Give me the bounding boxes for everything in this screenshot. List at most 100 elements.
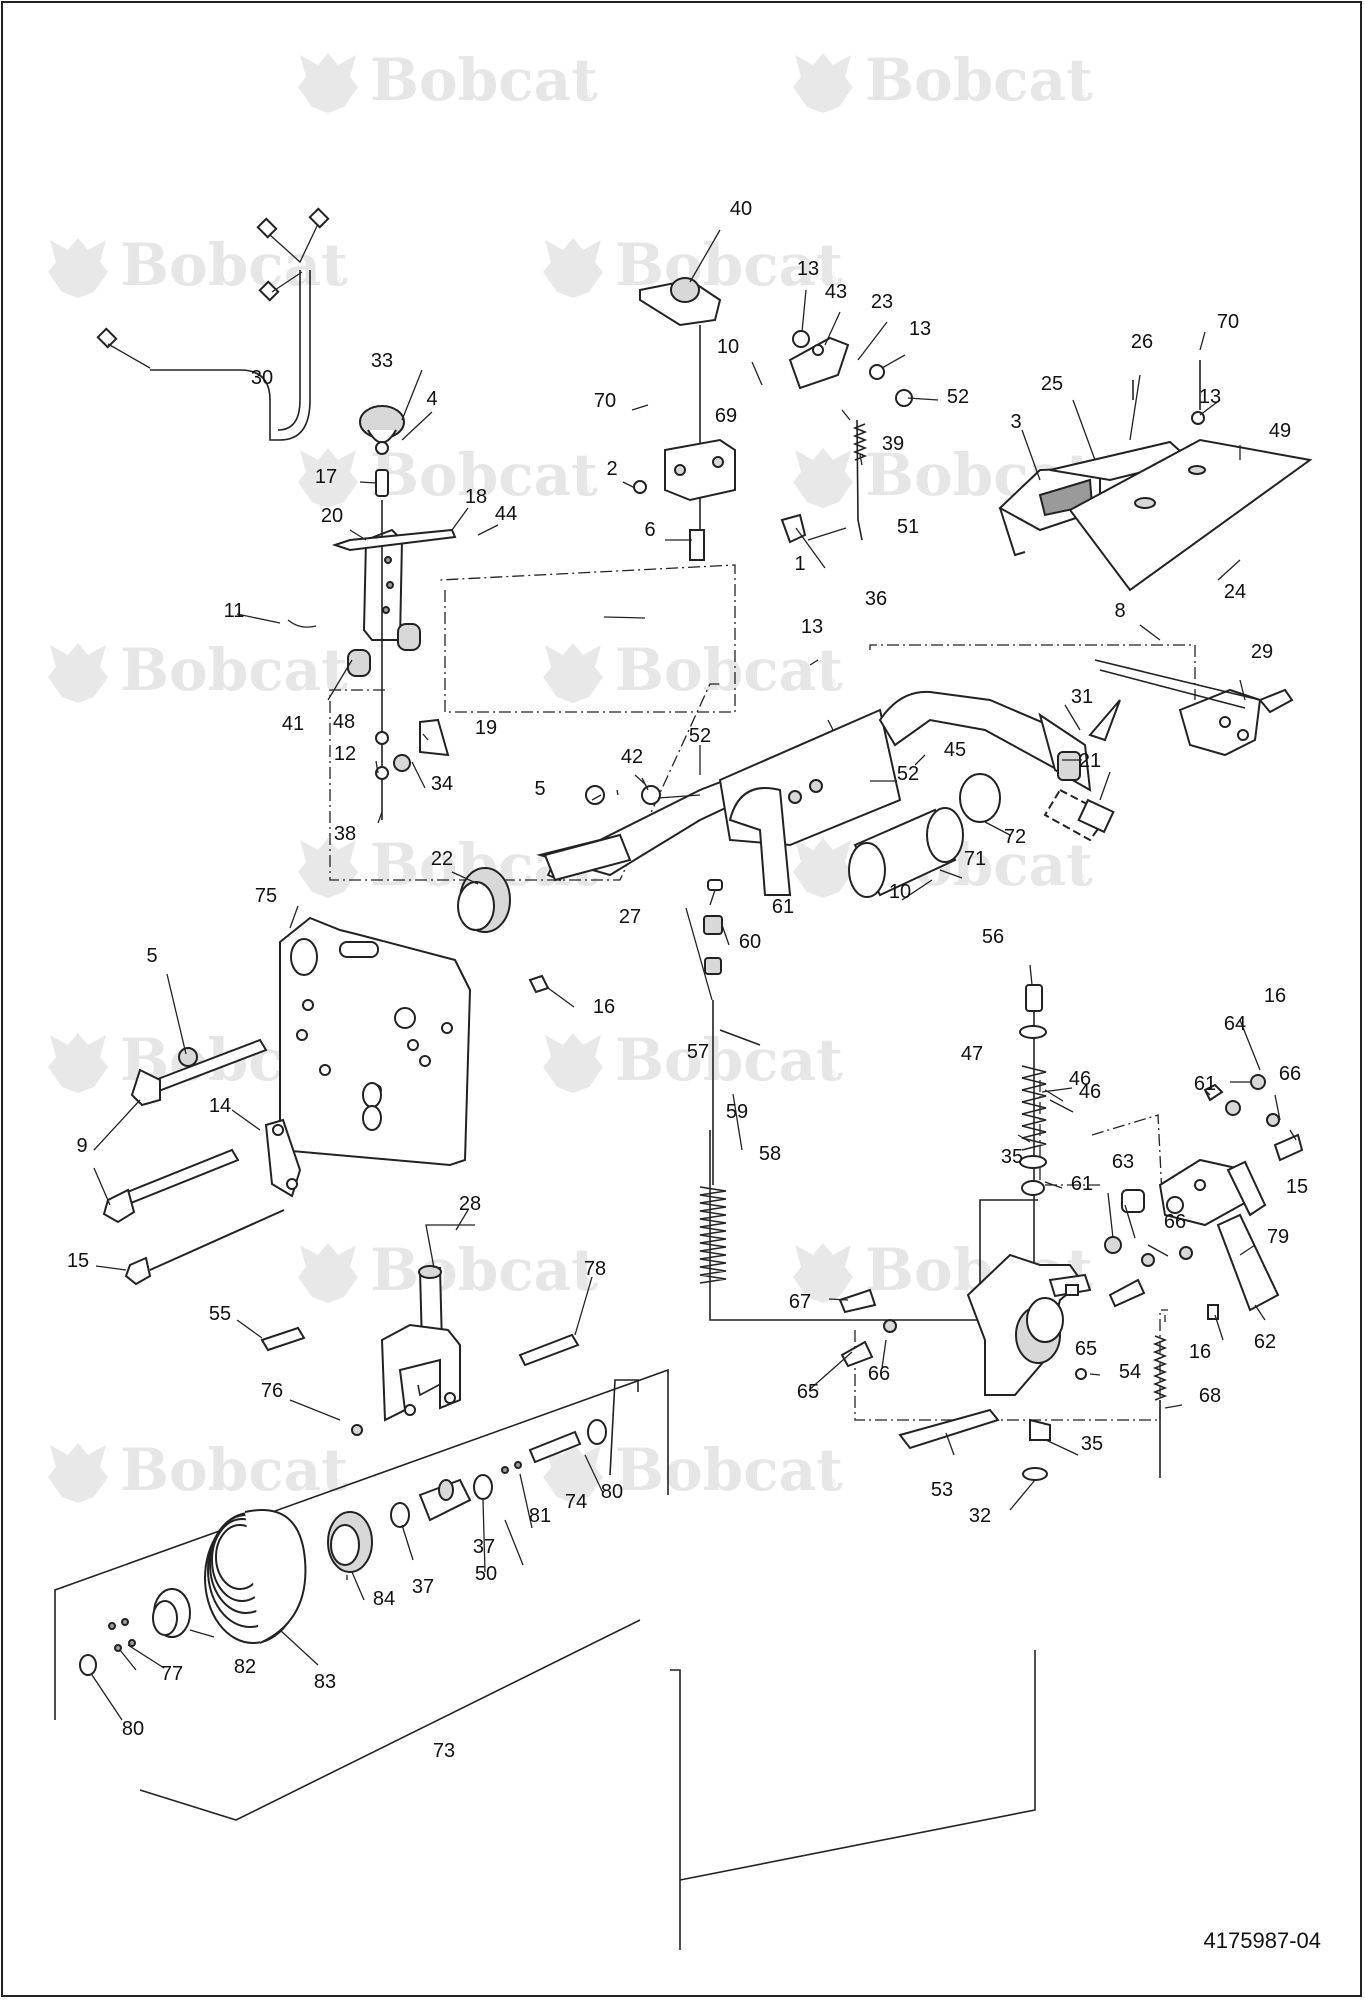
watermark-text: Bobcat [615,1026,843,1094]
pedal-cover-assembly [998,360,1313,592]
part-callout-63: 63 [1112,1151,1134,1173]
part-callout-78: 78 [584,1258,606,1280]
part-callout-67: 67 [789,1291,811,1313]
part-callout-66: 66 [868,1363,890,1385]
part-callout-26: 26 [1131,331,1153,353]
part-callout-16: 16 [1189,1341,1211,1363]
kit-boundary-lines [54,1130,1038,1950]
part-callout-20: 20 [321,505,343,527]
switch-and-bracket [633,277,736,561]
part-callout-51: 51 [897,516,919,538]
part-callout-77: 77 [161,1663,183,1685]
part-callout-17: 17 [315,466,337,488]
part-callout-60: 60 [739,931,761,953]
part-callout-36: 36 [865,588,887,610]
watermark-logo-icon [543,1033,603,1093]
part-callout-45: 45 [944,739,966,761]
part-callout-59: 59 [726,1101,748,1123]
rod-and-spring-assembly [699,879,761,1284]
watermark-registered-mark: ® [825,272,837,286]
watermark-text: Bobcat [615,636,843,704]
part-callout-70: 70 [594,390,616,412]
part-callout-46: 46 [1079,1081,1101,1103]
watermark-registered-mark: ® [580,872,592,886]
part-callout-83: 83 [314,1671,336,1693]
part-callout-15: 15 [1286,1176,1308,1198]
part-callout-66: 66 [1164,1211,1186,1233]
pivot-bracket-assembly [1104,1074,1304,1320]
wiring-harness-part-30 [96,207,330,441]
part-callout-13: 13 [801,616,823,638]
part-callout-71: 71 [964,848,986,870]
watermark-text: Bobcat [120,231,348,299]
watermark-logo-icon [793,53,853,113]
part-callout-48: 48 [333,711,355,733]
part-callout-41: 41 [282,713,304,735]
part-callout-68: 68 [1199,1385,1221,1407]
watermark-logo-icon [793,448,853,508]
part-callout-6: 6 [644,519,655,541]
part-callout-79: 79 [1267,1226,1289,1248]
part-callout-13: 13 [909,318,931,340]
part-callout-61: 61 [772,896,794,918]
control-lever-assembly [287,405,457,820]
watermark-logo-icon [48,238,108,298]
part-callout-12: 12 [334,743,356,765]
part-callout-75: 75 [255,885,277,907]
part-callout-4: 4 [426,388,437,410]
watermark-registered-mark: ® [825,1067,837,1081]
caster-wheel-assembly [79,1419,607,1676]
part-callout-11: 11 [224,600,245,622]
part-callout-69: 69 [715,405,737,427]
part-callout-74: 74 [565,1491,587,1513]
part-callout-8: 8 [1114,600,1125,622]
watermark-text: Bobcat [865,46,1093,114]
watermark-logo-icon [298,53,358,113]
part-callout-40: 40 [730,198,752,220]
part-callout-76: 76 [261,1380,283,1402]
linkage-hardware [838,1288,1168,1478]
part-callout-25: 25 [1041,373,1063,395]
part-callout-62: 62 [1254,1331,1276,1353]
part-callout-82: 82 [234,1656,256,1678]
part-callout-3: 3 [1010,411,1021,433]
part-callout-16: 16 [593,996,615,1018]
part-callout-15: 15 [67,1250,89,1272]
part-callout-37: 37 [473,1536,495,1558]
watermark-logo-icon [298,838,358,898]
watermark-logo-icon [543,643,603,703]
part-callout-21: 21 [1079,750,1101,772]
part-callout-46: 46 [1069,1068,1091,1090]
part-callout-33: 33 [371,350,393,372]
part-callout-52: 52 [897,763,919,785]
part-callout-81: 81 [529,1505,551,1527]
part-callout-5: 5 [534,778,545,800]
part-callout-32: 32 [969,1505,991,1527]
caster-fork-assembly [260,1224,580,1436]
part-callout-50: 50 [475,1563,497,1585]
watermark-registered-mark: ® [580,482,592,496]
part-callout-47: 47 [961,1043,983,1065]
part-callout-10: 10 [889,881,911,903]
watermark-logo-icon [298,448,358,508]
part-callout-1: 1 [794,553,805,575]
bracket-and-spring [780,330,913,544]
part-callout-31: 31 [1071,686,1093,708]
part-callout-16: 16 [1264,985,1286,1007]
part-callout-56: 56 [982,926,1004,948]
part-callout-23: 23 [871,291,893,313]
part-callout-14: 14 [209,1095,231,1117]
part-callout-24: 24 [1224,581,1246,603]
watermark-registered-mark: ® [825,1477,837,1491]
part-callout-35: 35 [1001,1146,1023,1168]
mounting-plate-assembly [102,916,550,1286]
watermark-text: Bobcat [370,441,598,509]
part-callout-34: 34 [431,773,453,795]
watermark-registered-mark: ® [1075,872,1087,886]
watermark-logo-icon [793,838,853,898]
pedal-spring-stack [898,984,1092,1481]
part-callout-73: 73 [433,1740,455,1762]
